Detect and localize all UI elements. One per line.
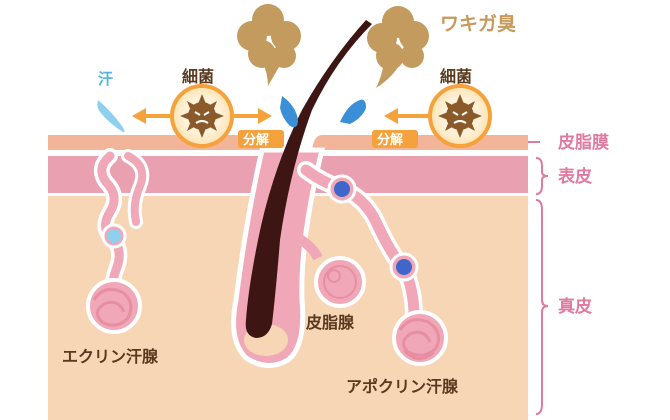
bacteria-label-right: 細菌 bbox=[440, 67, 472, 86]
sebum-film-layer-right bbox=[312, 135, 528, 150]
decompose-label-right: 分解 bbox=[377, 132, 403, 148]
bacteria-icon-right bbox=[428, 84, 492, 148]
arrow-icon-right-out bbox=[234, 108, 272, 124]
eccrine-gland-label: エクリン汗腺 bbox=[62, 347, 159, 366]
bacteria-icon-left bbox=[170, 84, 234, 148]
eccrine-gland bbox=[86, 148, 150, 334]
odor-label: ワキガ臭 bbox=[440, 12, 516, 35]
layer-brackets bbox=[528, 141, 549, 415]
bracket-icon-dermis bbox=[535, 199, 549, 415]
sweat-drop-icon-left bbox=[97, 100, 125, 133]
hair-shaft bbox=[245, 20, 372, 338]
sweat-drop-icon-right bbox=[340, 99, 366, 124]
epidermis-label: 表皮 bbox=[558, 166, 592, 187]
apocrine-gland-label: アポクリン汗腺 bbox=[346, 377, 459, 396]
sebaceous-gland bbox=[295, 233, 366, 308]
apocrine-gland bbox=[297, 161, 448, 366]
bacteria-label-left: 細菌 bbox=[182, 67, 214, 86]
decompose-badge-left bbox=[238, 130, 284, 148]
bracket-icon-epidermis bbox=[535, 157, 549, 195]
sebum-film-label: 皮脂膜 bbox=[558, 132, 609, 153]
decompose-badge-right bbox=[372, 130, 418, 148]
dermis-label: 真皮 bbox=[558, 296, 592, 317]
odor-cloud-icon-left bbox=[237, 4, 301, 86]
sebaceous-gland-label: 皮脂腺 bbox=[305, 313, 355, 332]
arrow-icon-left-out bbox=[132, 108, 170, 124]
sweat-drop-icon-mid bbox=[280, 96, 298, 128]
odor-cloud-icon-right bbox=[367, 6, 429, 88]
decompose-label-left: 分解 bbox=[243, 132, 269, 148]
sweat-label: 汗 bbox=[98, 70, 113, 88]
arrow-icon-right-in bbox=[384, 108, 430, 124]
